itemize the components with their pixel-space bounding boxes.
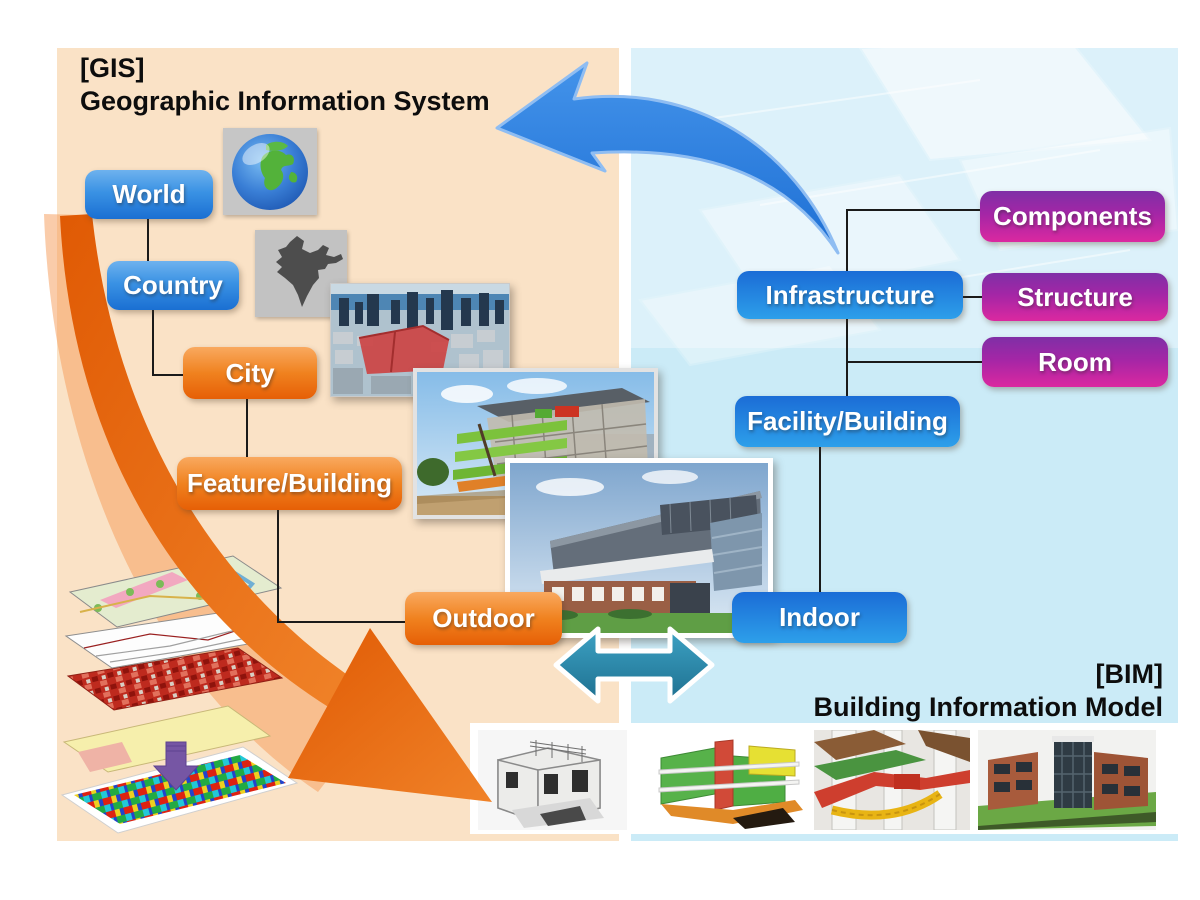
connector-infra-structure <box>960 296 983 298</box>
connector-feature-outdoor-h <box>277 621 407 623</box>
bim-photo-mep-model <box>814 730 970 830</box>
building-render-photo <box>505 458 773 638</box>
node-city: City <box>183 347 317 399</box>
connector-facility-indoor <box>819 446 821 593</box>
node-outdoor: Outdoor <box>405 592 562 645</box>
gis-tag: [GIS] <box>80 53 145 83</box>
connector-feature-outdoor-v <box>277 510 279 623</box>
connector-world-country <box>147 219 149 262</box>
bim-photo-site-model <box>978 730 1156 830</box>
connector-infra-facility <box>846 319 848 397</box>
bim-title-block: [BIM] Building Information Model <box>700 658 1163 724</box>
globe-icon <box>223 128 317 215</box>
connector-infra-components-h <box>846 209 982 211</box>
connector-infra-components-v <box>846 209 848 273</box>
node-feature-building: Feature/Building <box>177 457 402 510</box>
bim-photo-color-model <box>653 730 805 830</box>
bim-title: Building Information Model <box>813 692 1163 722</box>
bim-photo-structural-model <box>478 730 627 830</box>
gis-title: Geographic Information System <box>80 86 490 116</box>
connector-city-feature <box>246 399 248 459</box>
connector-country-city-v <box>152 310 154 376</box>
bim-tag: [BIM] <box>1095 659 1163 689</box>
node-infrastructure: Infrastructure <box>737 271 963 319</box>
node-country: Country <box>107 261 239 310</box>
node-indoor: Indoor <box>732 592 907 643</box>
node-world: World <box>85 170 213 219</box>
node-components: Components <box>980 191 1165 242</box>
node-facility-building: Facility/Building <box>735 396 960 447</box>
node-structure: Structure <box>982 273 1168 321</box>
connector-infra-room <box>846 361 982 363</box>
connector-country-city-h <box>152 374 185 376</box>
node-room: Room <box>982 337 1168 387</box>
